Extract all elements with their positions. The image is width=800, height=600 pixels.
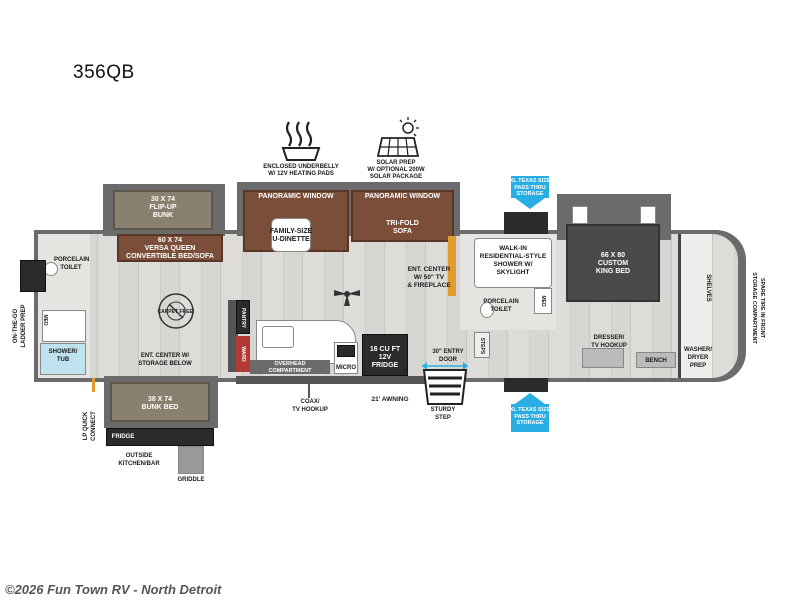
heat-pad-icon [281,121,321,161]
outside-kitchen-label: OUTSIDE KITCHEN/BAR [118,453,160,467]
micro-label: MICRO [336,365,356,371]
fridge-12v-label: 16 CU FT 12V FRIDGE [369,346,401,369]
walk-in-shower-label: WALK-IN RESIDENTIAL-STYLE SHOWER W/ SKYL… [479,245,547,276]
storage-bottom-arrow [511,393,549,432]
solar-icon [376,117,420,157]
panoramic-window-1: PANORAMIC WINDOW [258,193,334,200]
bunk-bed-label: 38 X 74 BUNK BED [141,396,179,411]
griddle [178,446,204,474]
griddle-label: GRIDDLE [177,477,205,483]
awning-label: 21' AWNING [371,396,409,403]
storage-top [504,212,548,234]
lp-connector [92,378,95,392]
interior-steps [474,332,490,358]
shower-tub-label: SHOWER/ TUB [48,349,78,363]
overhead-label: OVERHEAD COMPARTMENT [268,361,312,374]
flip-bunk-label: 30 X 74 FLIP-UP BUNK [149,196,177,219]
fireplace [448,236,456,296]
microwave-door [337,345,355,357]
pantry-label: PANTRY [240,308,246,328]
nightstand-right [640,206,656,224]
bench [636,352,676,368]
copyright-footer: ©2026 Fun Town RV - North Detroit [5,582,222,597]
storage-top-arrow [511,176,549,209]
porcelain-toilet-left-label: PORCELAIN TOILET [54,257,90,271]
fridge-12v [362,334,408,376]
med-cabinet-right [534,288,552,314]
pantry [236,300,250,334]
carpet-free-icon [158,293,194,329]
wardrobe [236,336,250,372]
tri-fold-sofa [351,190,454,242]
shower-tub [40,343,86,375]
king-bed [566,224,660,302]
dinette-table [271,218,311,252]
front-closet [678,234,712,378]
outside-kitchen [106,428,214,446]
shelves-label: SHELVES [705,274,711,302]
toilet-right [480,302,494,318]
carpet-free-label: CARPET FREE! [157,309,195,315]
porcelain-toilet-right-label: PORCELAIN TOILET [483,299,519,313]
fridge-outside-label: FRIDGE [111,434,135,440]
model-title: 356QB [73,62,135,83]
slide-bottom-center [236,376,460,384]
entry-door-label: 30" ENTRY DOOR [432,349,464,363]
ent-center-right-label: ENT. CENTER W/ 50" TV & FIREPLACE [407,266,451,289]
dinette-label: FAMILY-SIZE U-DINETTE [269,228,313,243]
ladder-label: ON-THE-GO LADDER PREP [13,304,27,348]
steps-label: STEPS [479,337,485,355]
coax-label: COAX/ TV HOOKUP [292,399,328,413]
dresser-label: DRESSER/ TV HOOKUP [591,335,627,349]
coax-pointer [308,382,310,398]
storage-bottom [504,378,548,392]
underbelly-label: ENCLOSED UNDERBELLY W/ 12V HEATING PADS [263,164,339,177]
bench-label: BENCH [645,358,667,364]
washer-label: WASHER/ DRYER PREP [683,347,712,369]
versa-queen-bed [117,234,223,262]
ladder [20,260,46,292]
solar-label: SOLAR PREP W/ OPTIONAL 200W SOLAR PACKAG… [367,160,425,180]
med-right-label: MED [540,295,546,307]
sturdy-step-label: STURDY STEP [430,407,456,421]
med-cabinet-left [42,310,86,342]
nightstand-left [572,206,588,224]
ceiling-fan-icon [334,290,360,306]
versa-queen-label: 60 X 74 VERSA QUEEN CONVERTIBLE BED/SOFA [126,237,214,260]
storage-top-label: XL TEXAS SIZE PASS THRU STORAGE [509,178,551,197]
spare-tire-label: SPARE TIRE IN FRONT STORAGE COMPARTMENT [751,272,765,344]
med-left-label: MED [42,314,48,326]
panoramic-window-2: PANORAMIC WINDOW [364,193,441,200]
bunk-bed [110,382,210,422]
lp-label: LP QUICK CONNECT [83,411,97,441]
overhead-compartment [250,360,330,374]
kitchen-sink [262,326,294,348]
pantry-wall [228,300,238,372]
ward-label: WARD [240,346,246,362]
walk-in-shower [474,238,552,288]
sturdy-step [422,369,468,405]
ent-center-left-label: ENT. CENTER W/ STORAGE BELOW [138,353,192,367]
flip-up-bunk [113,190,213,230]
storage-bottom-label: XL TEXAS SIZE PASS THRU STORAGE [509,407,551,426]
trifold-label: TRI-FOLD SOFA [386,220,419,235]
dresser [582,348,624,368]
king-bed-label: 66 X 80 CUSTOM KING BED [595,252,631,275]
